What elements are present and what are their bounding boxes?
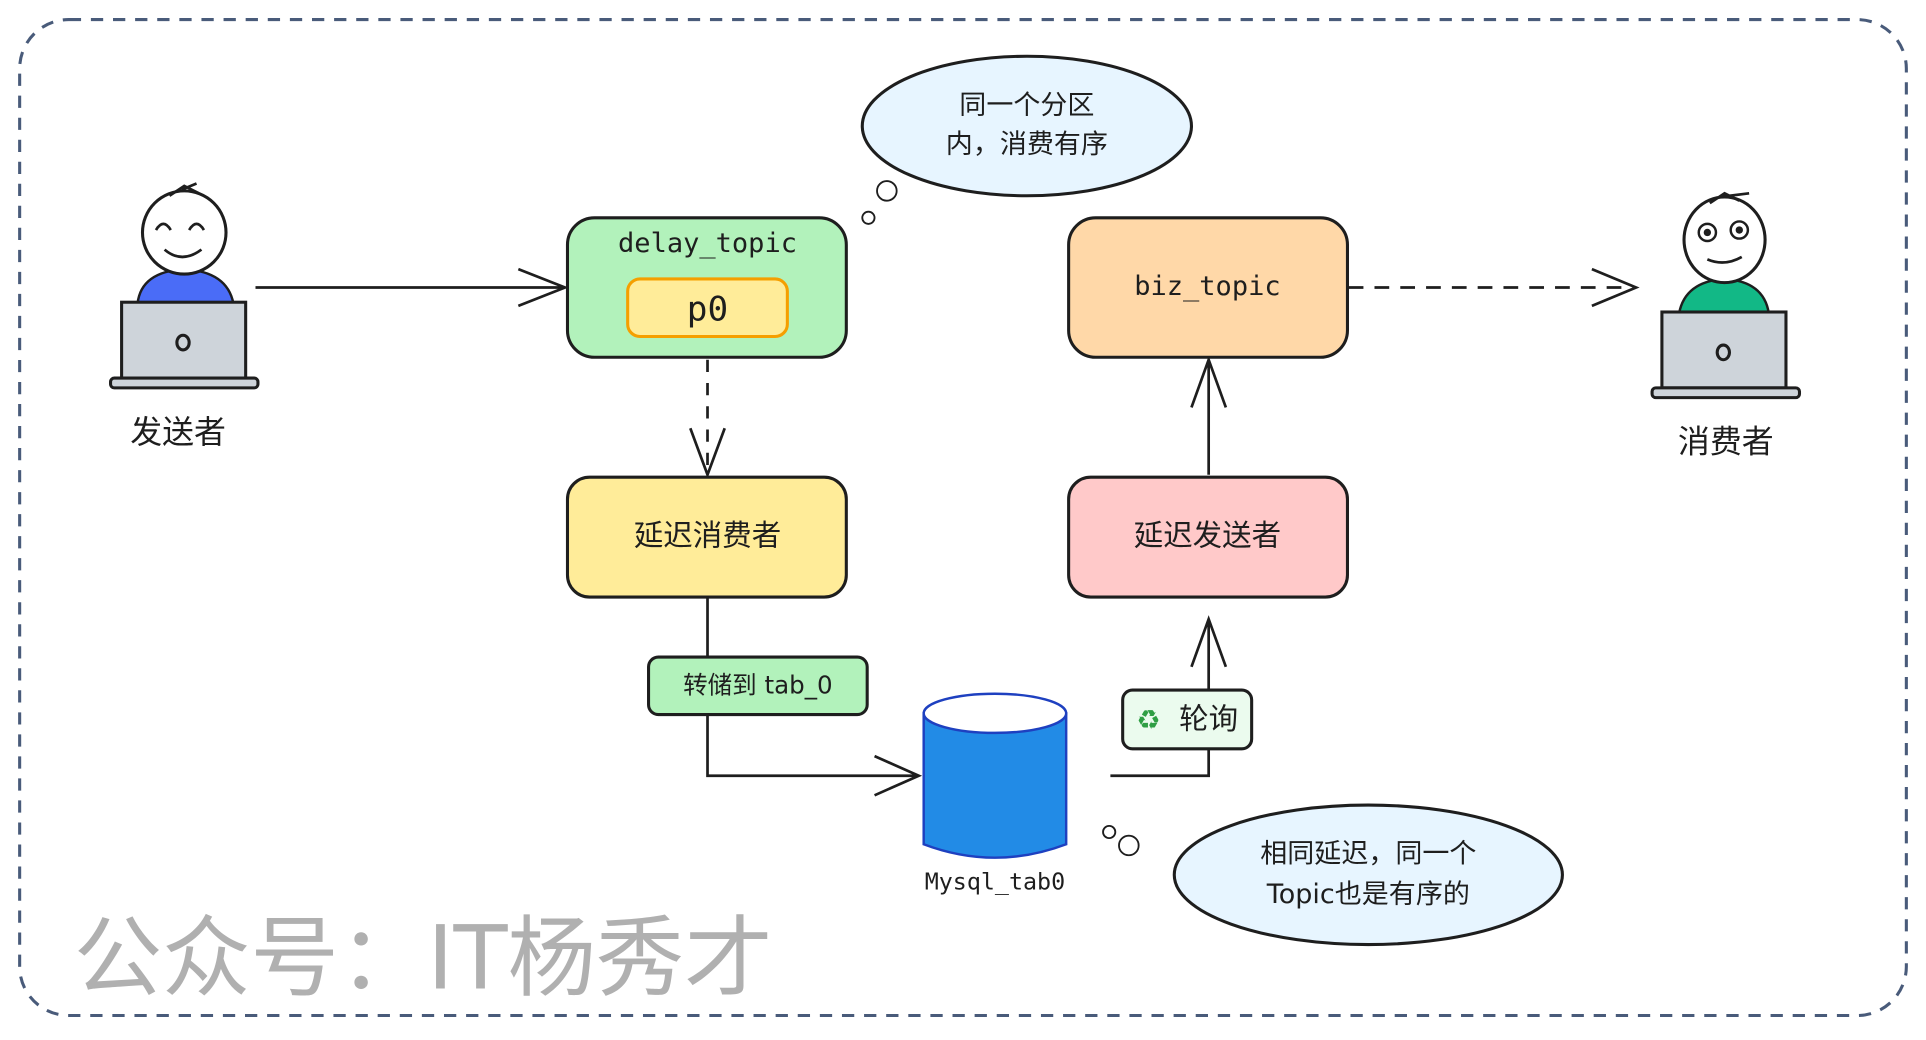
poll-label: 轮询 [1179, 702, 1238, 736]
sender-actor: 发送者 [109, 182, 260, 451]
consumer-label: 消费者 [1678, 423, 1774, 461]
partition-order-line-2: 内，消费有序 [946, 129, 1108, 160]
recycle-icon: ♻ [1136, 705, 1160, 736]
delay-sender-node [1067, 475, 1349, 599]
partition-label: p0 [687, 290, 728, 330]
delay-consumer-node [565, 475, 848, 599]
database-cylinder [922, 692, 1068, 859]
delay-sender-label: 延迟发送者 [1134, 519, 1281, 553]
delay-consumer-label: 延迟消费者 [634, 519, 781, 553]
dashed-frame [18, 18, 1908, 1018]
partition-order-bubble [860, 54, 1194, 198]
watermark: 公众号：IT杨秀才 [74, 907, 773, 1010]
database-label: Mysql_tab0 [925, 869, 1065, 896]
consumer-head [1682, 195, 1767, 285]
dump-label-box [647, 655, 869, 717]
arrow-delay-sender-to-biz-topic [1190, 355, 1228, 475]
sender-label: 发送者 [130, 413, 226, 451]
biz-topic-label: biz_topic [1134, 271, 1280, 302]
laptop-icon [120, 300, 248, 380]
arrow-db-to-delay-sender [1110, 615, 1228, 778]
arrow-sender-to-delay-topic [255, 267, 569, 308]
sender-head [140, 189, 228, 276]
topic-order-line-1: 相同延迟，同一个 [1260, 839, 1476, 870]
biz-topic-node [1067, 216, 1349, 359]
partition-p0 [626, 277, 789, 339]
laptop-icon [1660, 310, 1788, 390]
dump-label: 转储到 tab_0 [683, 671, 833, 700]
poll-label-box [1121, 688, 1254, 751]
partition-order-line-1: 同一个分区 [959, 90, 1094, 121]
topic-order-line-2: Topic也是有序的 [1266, 879, 1470, 910]
delay-topic-label: delay_topic [618, 228, 797, 259]
topic-order-bubble [1172, 803, 1564, 947]
consumer-actor: 消费者 [1650, 191, 1802, 461]
